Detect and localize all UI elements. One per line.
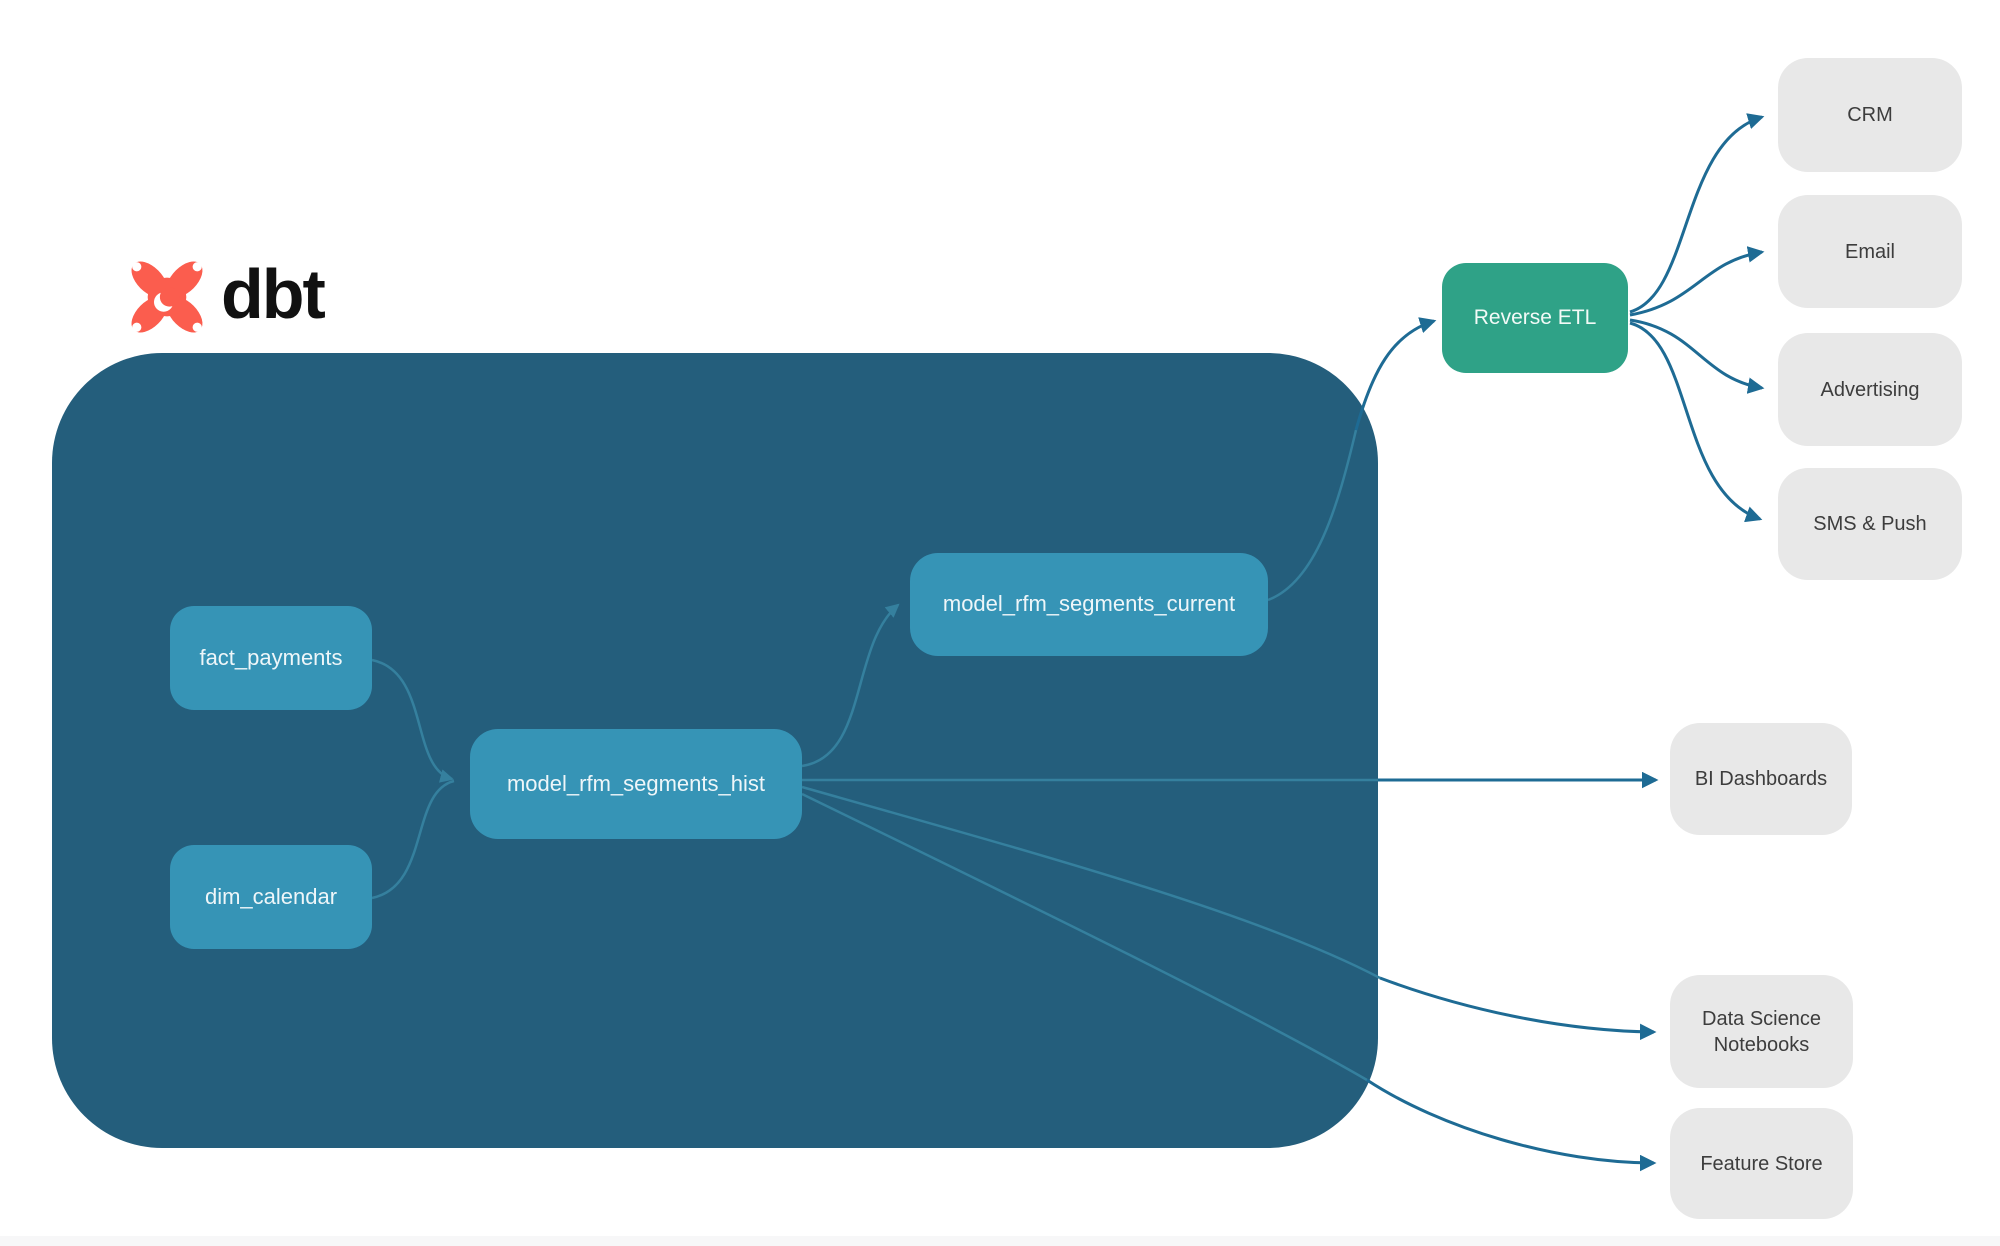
- dbt-logo-icon: [131, 261, 203, 333]
- edge-boundary-to-reverse-etl: [1354, 317, 1437, 431]
- node-label: dim_calendar: [204, 883, 338, 909]
- node-fact-payments: fact_payments: [170, 606, 372, 710]
- node-email: Email: [1778, 195, 1962, 308]
- node-label: Feature Store: [1700, 1152, 1823, 1175]
- edge-reverse-etl-to-sms-push: [1629, 321, 1763, 523]
- node-label: Email: [1844, 240, 1895, 263]
- dbt-logo: dbt: [125, 255, 326, 339]
- node-label: Advertising: [1820, 378, 1920, 401]
- footer-strip: [0, 1236, 2000, 1246]
- node-reverse-etl: Reverse ETL: [1442, 263, 1628, 373]
- node-label: model_rfm_segments_hist: [506, 770, 765, 796]
- edge-to-ds-notebooks: [1379, 976, 1657, 1041]
- node-data-science-notebooks: Data Science Notebooks: [1670, 975, 1853, 1088]
- edge-reverse-etl-to-advertising: [1629, 318, 1765, 394]
- node-advertising: Advertising: [1778, 333, 1962, 446]
- node-label: CRM: [1847, 104, 1893, 126]
- node-label: Data Science Notebooks: [1702, 1007, 1821, 1056]
- node-dim-calendar: dim_calendar: [170, 845, 372, 949]
- node-crm: CRM: [1778, 58, 1962, 172]
- node-bi-dashboards: BI Dashboards: [1670, 723, 1852, 835]
- dbt-logo-text: dbt: [221, 255, 326, 333]
- edge-to-feature-store: [1366, 1078, 1657, 1172]
- edge-reverse-etl-to-crm: [1629, 113, 1765, 314]
- node-model-rfm-segments-current: model_rfm_segments_current: [910, 553, 1268, 656]
- node-feature-store: Feature Store: [1670, 1108, 1853, 1219]
- node-sms-push: SMS & Push: [1778, 468, 1962, 580]
- node-label: model_rfm_segments_current: [942, 591, 1236, 617]
- node-label: SMS & Push: [1813, 513, 1927, 535]
- edge-reverse-etl-to-email: [1629, 246, 1765, 317]
- node-label: Reverse ETL: [1473, 306, 1597, 330]
- node-model-rfm-segments-hist: model_rfm_segments_hist: [470, 729, 802, 839]
- node-label: BI Dashboards: [1694, 768, 1828, 790]
- node-label: fact_payments: [199, 644, 343, 670]
